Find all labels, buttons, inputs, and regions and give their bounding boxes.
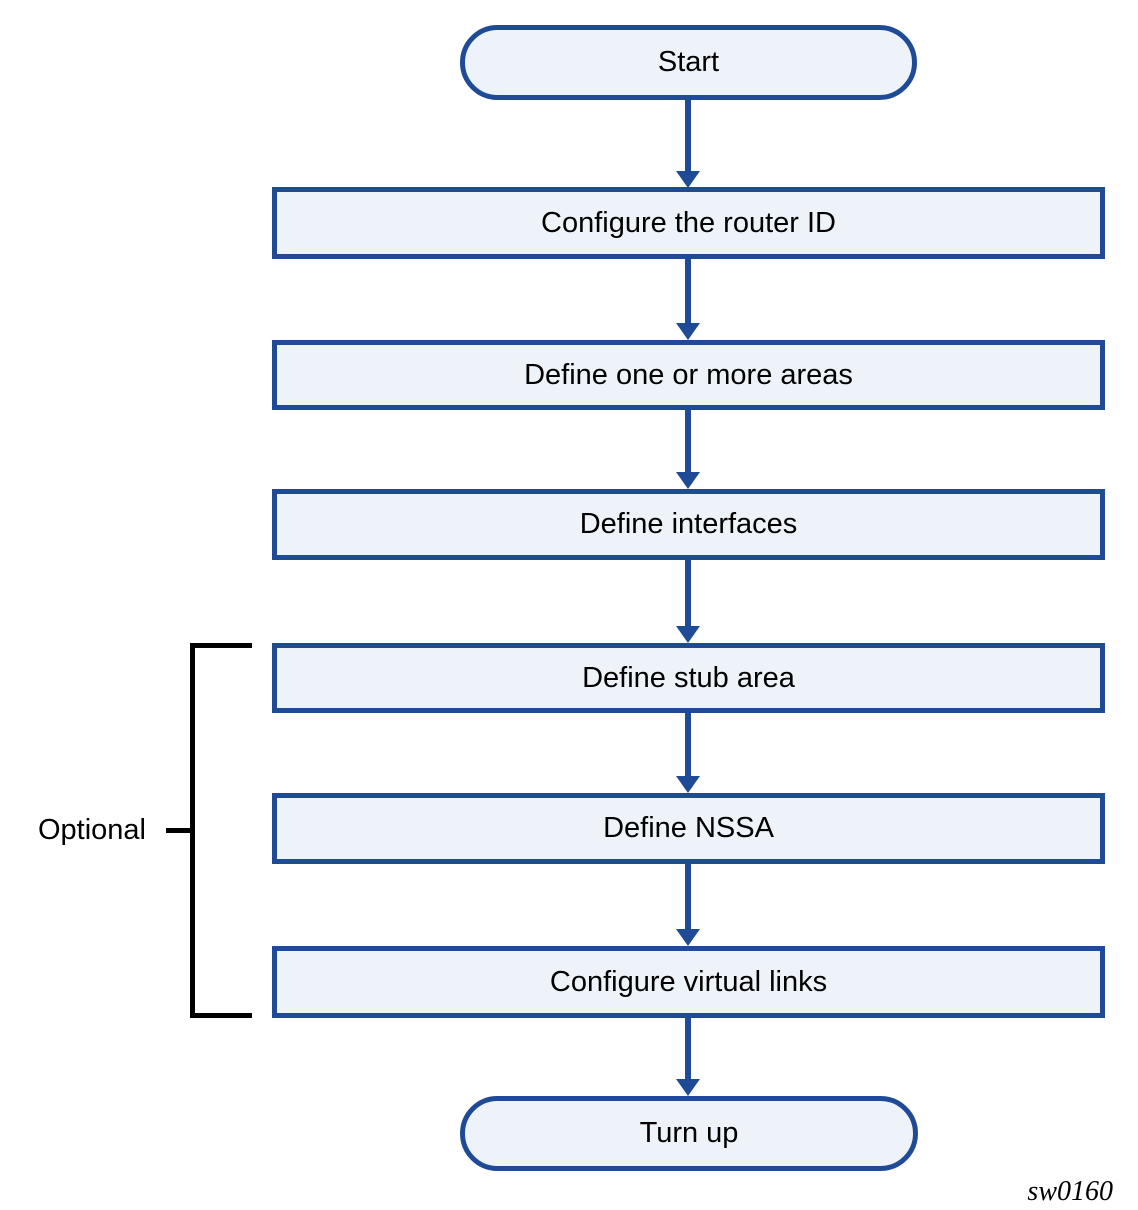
node-define-nssa: Define NSSA <box>272 793 1105 864</box>
arrow-head-icon <box>676 929 700 946</box>
node-define-nssa-label: Define NSSA <box>603 812 774 844</box>
optional-bracket-top-line <box>190 643 252 648</box>
node-start: Start <box>460 25 917 100</box>
optional-bracket-bottom-line <box>190 1013 252 1018</box>
arrow-line <box>685 1018 691 1079</box>
flow-arrow-nssa-to-virtual-links <box>674 864 702 946</box>
node-define-stub-area-label: Define stub area <box>582 661 795 694</box>
arrow-line <box>685 713 691 776</box>
arrow-line <box>685 100 691 171</box>
flow-arrow-interfaces-to-stub-area <box>674 560 702 643</box>
arrow-head-icon <box>676 1079 700 1096</box>
flow-arrow-areas-to-interfaces <box>674 410 702 489</box>
node-configure-router-id: Configure the router ID <box>272 187 1105 259</box>
arrow-line <box>685 410 691 472</box>
node-define-areas: Define one or more areas <box>272 340 1105 410</box>
flow-arrow-start-to-router-id <box>674 100 702 188</box>
node-turn-up-label: Turn up <box>639 1117 739 1149</box>
arrow-head-icon <box>676 171 700 188</box>
arrow-line <box>685 560 691 626</box>
flow-arrow-stub-area-to-nssa <box>674 713 702 793</box>
arrow-head-icon <box>676 776 700 793</box>
node-define-stub-area: Define stub area <box>272 643 1105 713</box>
node-define-areas-label: Define one or more areas <box>524 358 853 391</box>
node-define-interfaces: Define interfaces <box>272 489 1105 560</box>
figure-id: sw0160 <box>1027 1176 1113 1207</box>
node-configure-virtual-links-label: Configure virtual links <box>549 965 828 998</box>
node-configure-virtual-links: Configure virtual links <box>272 946 1105 1018</box>
arrow-line <box>685 864 691 929</box>
node-configure-router-id-label: Configure the router ID <box>541 206 836 239</box>
arrow-head-icon <box>676 323 700 340</box>
optional-group-label: Optional <box>37 814 146 846</box>
arrow-line <box>685 259 691 323</box>
node-start-label: Start <box>657 46 720 78</box>
flow-arrow-virtual-links-to-turn-up <box>674 1018 702 1096</box>
optional-bracket-tick <box>166 828 195 833</box>
node-define-interfaces-label: Define interfaces <box>579 508 798 540</box>
arrow-head-icon <box>676 472 700 489</box>
flow-arrow-router-id-to-areas <box>674 259 702 340</box>
arrow-head-icon <box>676 626 700 643</box>
node-turn-up: Turn up <box>460 1096 918 1171</box>
